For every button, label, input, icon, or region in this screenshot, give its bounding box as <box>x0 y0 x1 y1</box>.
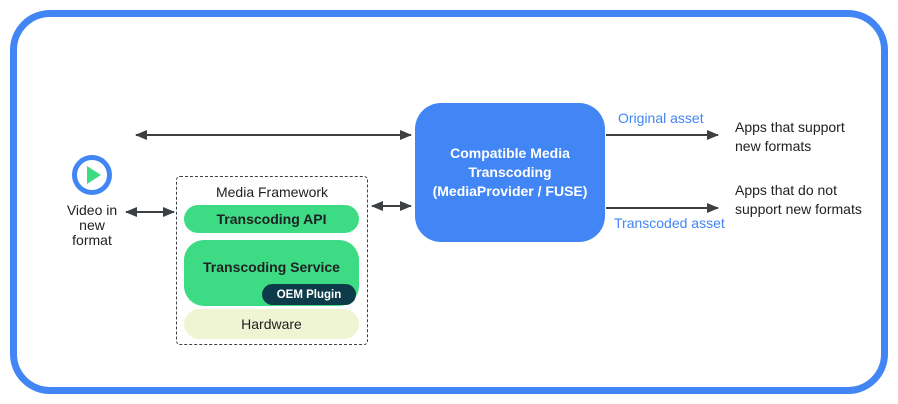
play-icon <box>72 155 112 195</box>
media-framework-box: Media Framework Transcoding API Transcod… <box>176 176 368 345</box>
transcoding-service-box: Transcoding Service OEM Plugin <box>184 240 359 306</box>
diagram-outer-frame <box>10 10 888 394</box>
video-source-label: Video in new format <box>48 203 136 248</box>
transcoder-line: (MediaProvider / FUSE) <box>432 183 588 199</box>
compatible-media-transcoding-box: Compatible Media Transcoding (MediaProvi… <box>415 103 605 242</box>
apps-support-label: Apps that support new formats <box>735 119 845 154</box>
transcoder-line: Compatible Media <box>450 145 570 161</box>
video-source-line: format <box>72 232 112 248</box>
oem-plugin-pill: OEM Plugin <box>262 284 356 305</box>
video-source-line: Video in <box>66 202 118 218</box>
transcoder-line: Transcoding <box>468 164 552 180</box>
hardware-pill: Hardware <box>184 309 359 339</box>
apps-no-support-label: Apps that do not support new formats <box>735 182 862 217</box>
play-triangle-icon <box>87 166 101 184</box>
transcoded-asset-label: Transcoded asset <box>614 215 725 231</box>
video-source-line: new <box>79 217 105 233</box>
media-framework-title: Media Framework <box>215 184 329 200</box>
transcoding-service-label: Transcoding Service <box>203 259 340 275</box>
transcoding-api-pill: Transcoding API <box>184 205 359 233</box>
original-asset-label: Original asset <box>618 110 704 126</box>
